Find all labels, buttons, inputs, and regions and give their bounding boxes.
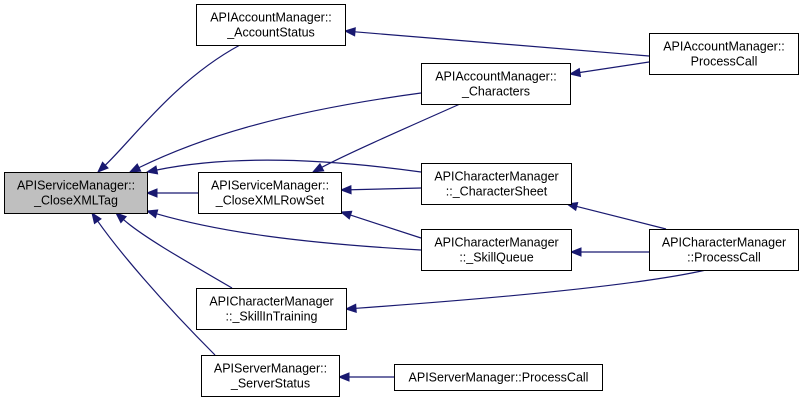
node-box xyxy=(196,288,347,330)
arrowhead xyxy=(114,212,128,224)
edge-line xyxy=(104,44,241,166)
node-label-line: APIServerManager:: xyxy=(214,362,327,376)
node-label-line: _ServerStatus xyxy=(230,377,310,391)
arrowhead xyxy=(145,209,159,219)
node-box xyxy=(198,172,342,214)
edge-acct_characters-to-svc_closexmlrowset xyxy=(311,103,461,173)
node-acct-accountstatus[interactable]: APIAccountManager::_AccountStatus xyxy=(196,4,346,46)
edge-char_processcall-to-char_skillintraining xyxy=(344,269,707,313)
edge-line xyxy=(123,219,233,289)
node-box xyxy=(4,172,148,214)
node-char-skillqueue[interactable]: APICharacterManager::_SkillQueue xyxy=(421,229,572,271)
arrowhead xyxy=(344,303,357,313)
node-label-line: _CloseXMLTag xyxy=(33,194,118,208)
edge-char_charactersheet-to-svc_closexmlrowset xyxy=(339,185,422,195)
node-char-skillintraining[interactable]: APICharacterManager::_SkillInTraining xyxy=(196,288,347,330)
node-label-line: APIAccountManager:: xyxy=(210,11,332,25)
edge-line xyxy=(138,92,422,169)
node-label-line: APICharacterManager xyxy=(434,170,558,184)
edge-char_skillqueue-to-svc_closexmlrowset xyxy=(339,210,422,239)
node-label-line: APIAccountManager:: xyxy=(663,40,785,54)
edge-char_skillqueue-to-svc_closexmltag xyxy=(145,209,422,251)
node-label-line: ::_SkillQueue xyxy=(459,251,533,265)
edge-char_processcall-to-char_charactersheet xyxy=(565,201,667,230)
node-box xyxy=(421,63,571,105)
node-label-line: _Characters xyxy=(461,85,530,99)
edge-char_charactersheet-to-svc_closexmltag xyxy=(145,159,422,175)
node-label-line: ::ProcessCall xyxy=(687,251,761,265)
arrowhead xyxy=(343,27,356,37)
edge-char_skillintraining-to-svc_closexmltag xyxy=(114,212,233,289)
edge-line xyxy=(354,31,650,57)
node-char-charactersheet[interactable]: APICharacterManager::_CharacterSheet xyxy=(421,163,572,205)
edge-line xyxy=(156,213,422,251)
node-srv-processcall[interactable]: APIServerManager::ProcessCall xyxy=(394,364,603,391)
node-acct-processcall[interactable]: APIAccountManager::ProcessCall xyxy=(649,33,799,75)
arrowhead xyxy=(145,188,158,198)
node-box xyxy=(649,229,799,271)
edge-line xyxy=(97,220,216,356)
edge-line xyxy=(156,159,422,173)
edge-acct_characters-to-svc_closexmltag xyxy=(128,92,422,173)
node-label-line: APIServiceManager:: xyxy=(17,179,135,193)
node-label-line: APICharacterManager xyxy=(434,236,558,250)
edge-acct_processcall-to-acct_characters xyxy=(568,61,650,78)
node-label-line: _AccountStatus xyxy=(226,26,315,40)
node-box xyxy=(201,355,340,397)
arrowhead xyxy=(97,161,109,173)
edge-srv_serverstatus-to-svc_closexmltag xyxy=(91,211,216,356)
node-svc-closexmlrowset[interactable]: APIServiceManager::_CloseXMLRowSet xyxy=(198,172,342,214)
node-box xyxy=(196,4,346,46)
node-label-line: ::_SkillInTraining xyxy=(226,310,318,324)
arrowhead xyxy=(128,163,142,173)
edge-line xyxy=(355,269,707,309)
node-box xyxy=(421,163,572,205)
edge-srv_processcall-to-srv_serverstatus xyxy=(337,372,394,382)
edge-line xyxy=(350,187,422,191)
node-label-line: APIAccountManager:: xyxy=(435,70,557,84)
node-box xyxy=(649,33,799,75)
node-label-line: APICharacterManager xyxy=(662,236,786,250)
node-label-line: ::_CharacterSheet xyxy=(446,185,548,199)
node-label-line: ProcessCall xyxy=(691,55,758,69)
edge-line xyxy=(321,103,461,168)
arrowhead xyxy=(311,162,325,173)
node-label-line: APICharacterManager xyxy=(209,295,333,309)
node-label-line: APIServerManager::ProcessCall xyxy=(409,371,589,385)
arrowhead xyxy=(145,165,159,175)
node-srv-serverstatus[interactable]: APIServerManager::_ServerStatus xyxy=(201,355,340,397)
node-char-processcall[interactable]: APICharacterManager::ProcessCall xyxy=(649,229,799,271)
edge-acct_processcall-to-acct_accountstatus xyxy=(343,27,650,57)
edge-line xyxy=(579,61,650,74)
nodes-layer: APIServiceManager::_CloseXMLTag APIAccoun… xyxy=(4,4,799,397)
edge-acct_accountstatus-to-svc_closexmltag xyxy=(97,44,241,173)
node-label-line: _CloseXMLRowSet xyxy=(215,194,325,208)
arrowhead xyxy=(568,67,582,78)
node-svc-closexmltag[interactable]: APIServiceManager::_CloseXMLTag xyxy=(4,172,148,214)
edge-svc_closexmlrowset-to-svc_closexmltag xyxy=(145,188,198,198)
edges-layer xyxy=(91,27,707,382)
edge-line xyxy=(576,205,667,230)
node-label-line: APIServiceManager:: xyxy=(211,179,329,193)
node-acct-characters[interactable]: APIAccountManager::_Characters xyxy=(421,63,571,105)
node-box xyxy=(421,229,572,271)
edge-line xyxy=(350,214,422,239)
arrowhead xyxy=(569,247,582,257)
edge-char_processcall-to-char_skillqueue xyxy=(569,247,649,257)
arrowhead xyxy=(339,185,352,195)
arrowhead xyxy=(91,211,102,225)
arrowhead xyxy=(337,372,350,382)
arrowhead xyxy=(339,210,353,220)
node-box xyxy=(394,364,603,391)
